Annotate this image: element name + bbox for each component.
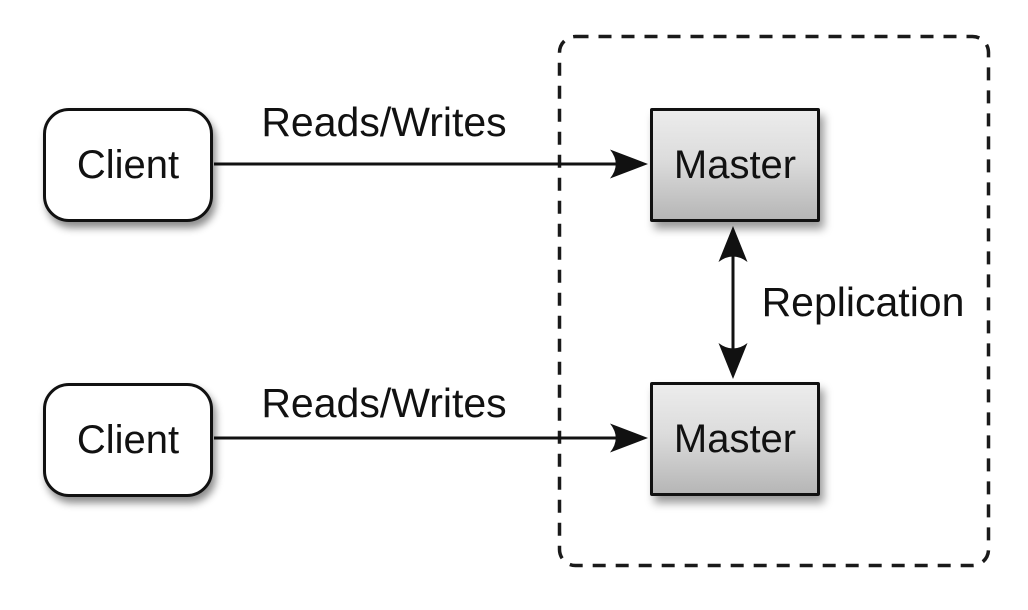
node-client-bottom-label: Client (76, 417, 180, 462)
node-client-top: Client (43, 108, 213, 222)
node-client-top-label: Client (76, 142, 180, 187)
cluster-dashed-border (557, 34, 991, 568)
node-master-bottom-label: Master (673, 416, 797, 461)
node-client-bottom: Client (43, 383, 213, 497)
node-master-bottom: Master (650, 382, 820, 496)
replication-arrow (718, 226, 748, 379)
edge-label-reads-writes-bottom: Reads/Writes (261, 380, 507, 426)
edge-label-replication: Replication (761, 279, 965, 325)
edge-label-reads-writes-top: Reads/Writes (261, 99, 507, 145)
reads-writes-arrow-bottom (214, 423, 648, 453)
node-master-top: Master (650, 108, 820, 222)
reads-writes-arrow-top (214, 149, 648, 179)
node-master-top-label: Master (673, 142, 797, 187)
